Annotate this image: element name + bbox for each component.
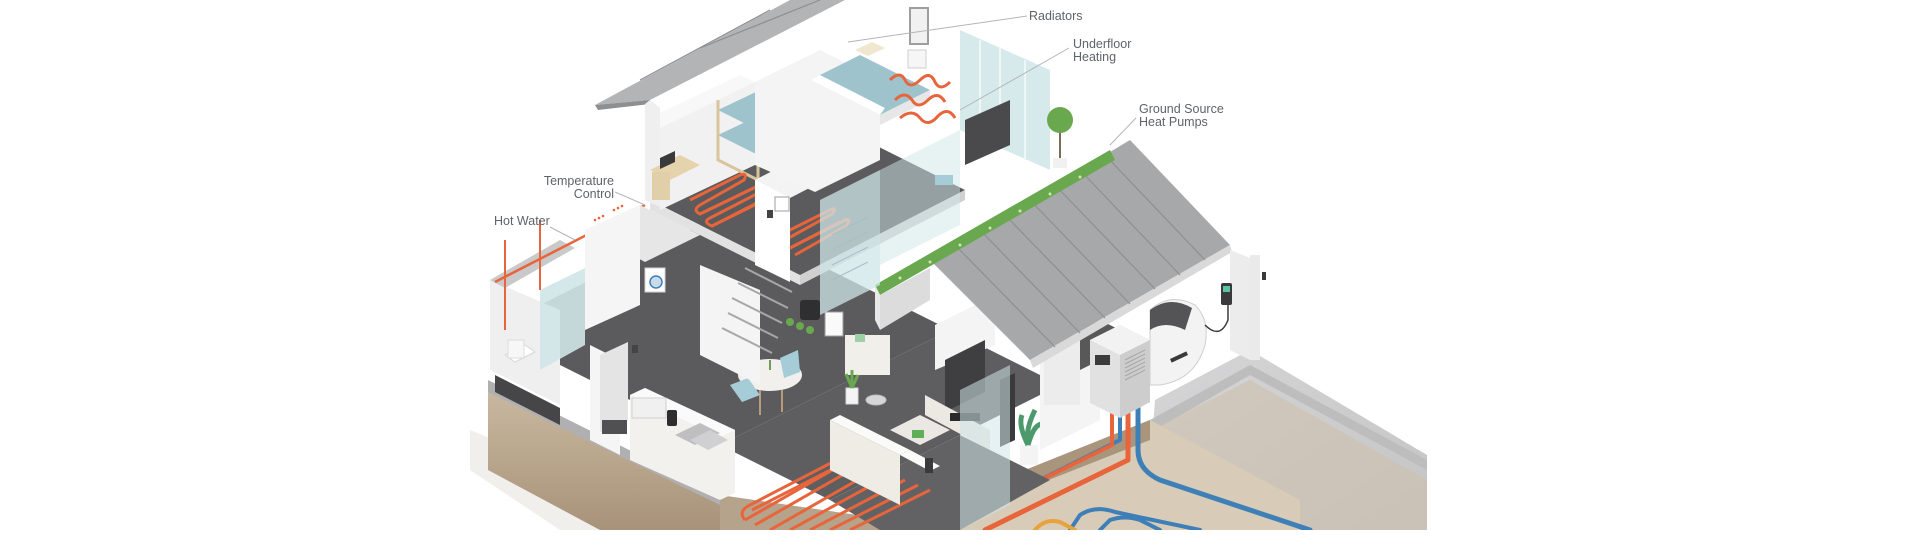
label-hot-water: Hot Water [494,215,550,228]
bathroom [490,203,646,425]
label-ground-source-heat-pumps: Ground Source Heat Pumps [1139,103,1224,129]
solar-roof [930,140,1232,368]
upper-floor [645,7,965,285]
green-roof-planter [875,150,1115,330]
label-underfloor-line1: Underfloor [1073,37,1132,51]
electric-car [1149,299,1229,386]
label-radiators: Radiators [1029,10,1083,23]
laundry [585,205,700,330]
monstera-plant [1018,408,1047,465]
glass-panels [820,30,1050,315]
living-room [830,295,1015,530]
label-underfloor-line2: Heating [1073,50,1117,64]
label-temperature-control: Temperature Control [532,175,614,201]
main-roof [595,0,845,128]
leader-lines [549,15,1137,241]
ev-charger [1221,250,1266,360]
kitchen [590,342,735,500]
label-ground-source-line1: Ground Source [1139,102,1224,116]
label-temperature-line2: Control [573,187,614,201]
label-temperature-line1: Temperature [543,174,614,188]
label-hot-water-text: Hot Water [494,214,550,228]
balcony-tree [1047,107,1073,168]
label-ground-source-line2: Heat Pumps [1139,115,1208,129]
temperature-dots [593,204,624,222]
label-underfloor-heating: Underfloor Heating [1073,38,1131,64]
potted-plant [844,370,887,406]
label-radiators-text: Radiators [1029,9,1083,23]
